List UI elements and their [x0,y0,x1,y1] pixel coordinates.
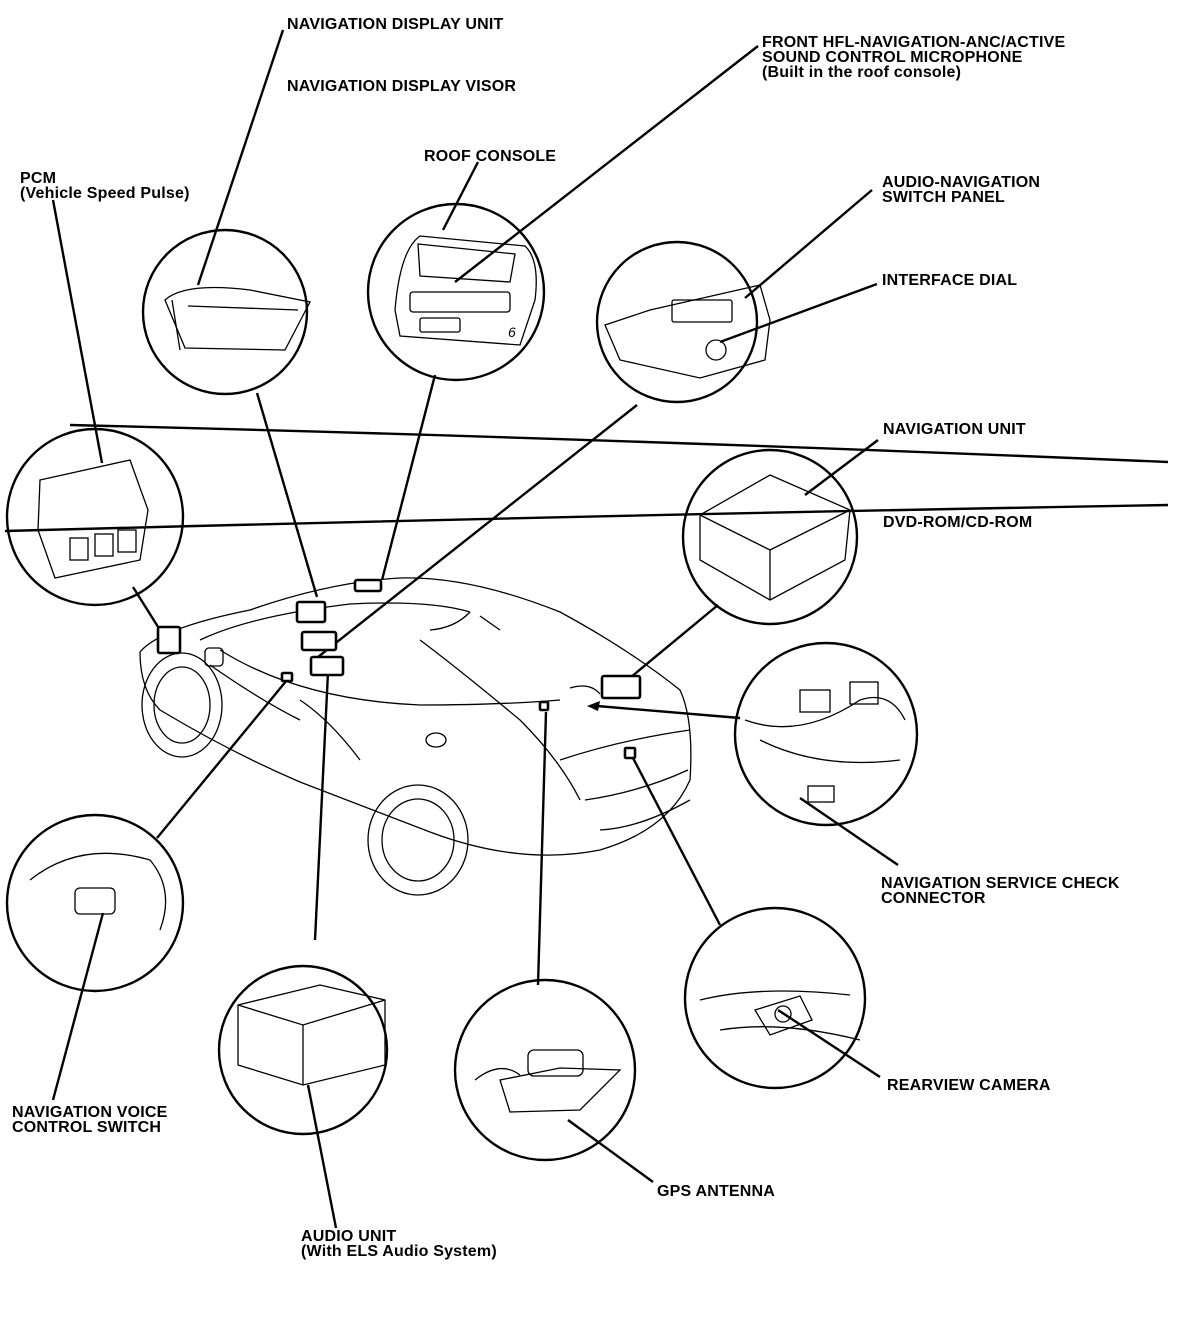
section-lines [4,423,1169,533]
label-pcm: PCM (Vehicle Speed Pulse) [20,170,190,202]
label-navigation-unit: NAVIGATION UNIT [883,421,1026,438]
car-outline [139,577,692,896]
label-navigation-voice-control-switch: NAVIGATION VOICE CONTROL SWITCH [12,1104,168,1136]
audio-unit-circle [217,964,389,1136]
label-audio-unit: AUDIO UNIT (With ELS Audio System) [301,1228,497,1260]
label-audio-navigation-switch-panel: AUDIO-NAVIGATION SWITCH PANEL [882,174,1041,206]
nav-display-unit-circle [141,228,309,396]
leader-lines [51,29,899,1229]
detail-circles [5,202,919,1162]
label-dvd-rom: DVD-ROM/CD-ROM [883,514,1033,531]
car-parts [156,578,642,760]
console-badge: 6 [508,324,516,340]
label-navigation-display-unit: NAVIGATION DISPLAY UNIT [287,16,504,33]
rearview-camera-circle [683,906,867,1090]
label-roof-console: ROOF CONSOLE [424,148,557,165]
gps-antenna-circle [453,978,637,1162]
switch-panel-circle [595,240,759,404]
navigation-unit-circle [681,448,859,626]
label-navigation-service-check-connector: NAVIGATION SERVICE CHECK CONNECTOR [881,875,1120,907]
roof-console-circle [366,202,546,382]
label-navigation-display-visor: NAVIGATION DISPLAY VISOR [287,78,517,95]
label-front-hfl-microphone: FRONT HFL-NAVIGATION-ANC/ACTIVE SOUND CO… [762,34,1066,81]
label-rearview-camera: REARVIEW CAMERA [887,1077,1051,1094]
voice-control-switch-circle [5,813,185,993]
service-check-connector-circle [733,641,919,827]
label-gps-antenna: GPS ANTENNA [657,1183,776,1200]
pcm-circle [5,427,185,607]
label-interface-dial: INTERFACE DIAL [882,272,1018,289]
detail-sketches: 6 [29,235,906,1113]
